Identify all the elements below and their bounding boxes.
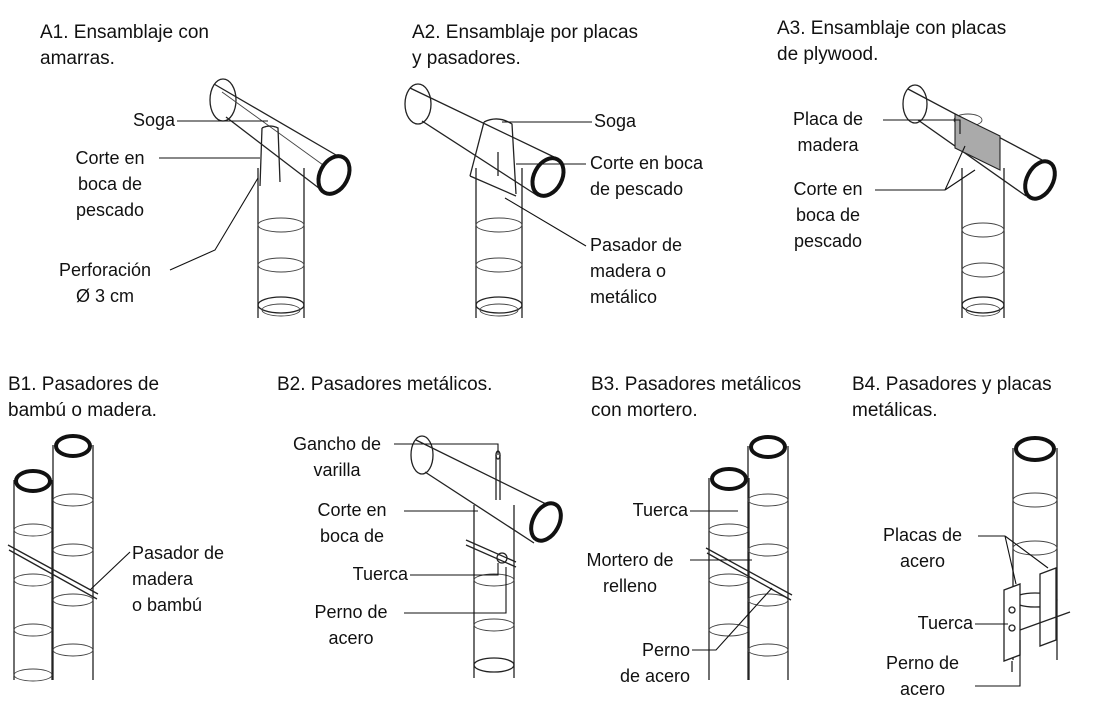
b4-label-placas: Placas de acero (882, 525, 963, 571)
b4-label-tuerca: Tuerca (917, 613, 973, 633)
b2-label-gancho: Gancho de varilla (292, 434, 382, 480)
b4-bolts (1008, 606, 1016, 672)
b4-label-perno: Perno de acero (885, 653, 960, 699)
b3-culm-left (708, 467, 750, 680)
a1-rope (259, 125, 281, 187)
a1-drawing (209, 78, 352, 318)
b2-hook-rod (495, 450, 501, 500)
panel-b4-title: B4. Pasadores y placas metálicas. (852, 374, 1052, 421)
a1-label-soga: Soga (132, 110, 175, 130)
b2-label-perno: Perno de acero (314, 602, 388, 648)
a1-label-corte: Corte en boca de pescado (75, 148, 145, 220)
b3-culm-right (747, 435, 789, 680)
panel-a1-title: A1. Ensamblaje con amarras. (40, 22, 209, 69)
b2-horizontal-culm (410, 435, 563, 544)
a3-horizontal-culm (902, 84, 1057, 201)
a3-label-corte: Corte en boca de pescado (793, 179, 863, 251)
a2-label-corte: Corte en boca de pescado (590, 153, 704, 199)
b3-label-mortero: Mortero de relleno (586, 550, 674, 596)
a3-vertical-culm (961, 168, 1005, 318)
b1-dowel (7, 544, 99, 600)
b1-culm-right (52, 434, 94, 680)
panel-a2-title: A2. Ensamblaje por placas y pasadores. (412, 22, 639, 69)
b2-drawing (410, 435, 563, 678)
a3-label-placa: Placa de madera (792, 109, 864, 155)
b1-drawing (7, 434, 99, 682)
a1-label-perforacion: Perforación Ø 3 cm (58, 260, 152, 306)
a2-label-pasador: Pasador de madera o metálico (590, 235, 683, 307)
b4-steel-plates (1003, 567, 1071, 662)
a2-horizontal-culm (404, 83, 566, 198)
b3-label-perno: Perno de acero (619, 640, 690, 686)
b1-label-pasador: Pasador de madera o bambú (132, 543, 225, 615)
b1-culm-left (13, 469, 53, 682)
a1-vertical-culm (257, 168, 305, 318)
panel-b2-title: B2. Pasadores metálicos. (277, 374, 493, 395)
a2-rope-and-pin (469, 118, 517, 197)
leader-lines (89, 119, 1049, 687)
a3-drawing (902, 84, 1057, 318)
a2-label-soga: Soga (594, 111, 637, 131)
panel-b3-title: B3. Pasadores metálicos con mortero. (591, 374, 802, 421)
b3-bolt (705, 547, 793, 601)
a2-drawing (404, 83, 566, 318)
a2-vertical-culm (475, 168, 523, 318)
b2-label-corte: Corte en boca de (317, 500, 387, 546)
b2-label-tuerca: Tuerca (352, 564, 408, 584)
panel-a3-title: A3. Ensamblaje con placas de plywood. (777, 18, 1007, 65)
b2-bolt (465, 539, 517, 568)
a3-plywood-plate (954, 113, 1001, 171)
b2-vertical-culm (473, 505, 515, 678)
b3-drawing (705, 435, 793, 680)
b4-drawing (1003, 436, 1071, 672)
a1-horizontal-culm (209, 78, 352, 196)
b3-label-tuerca: Tuerca (632, 500, 688, 520)
panel-b1-title: B1. Pasadores de bambú o madera. (8, 374, 160, 421)
